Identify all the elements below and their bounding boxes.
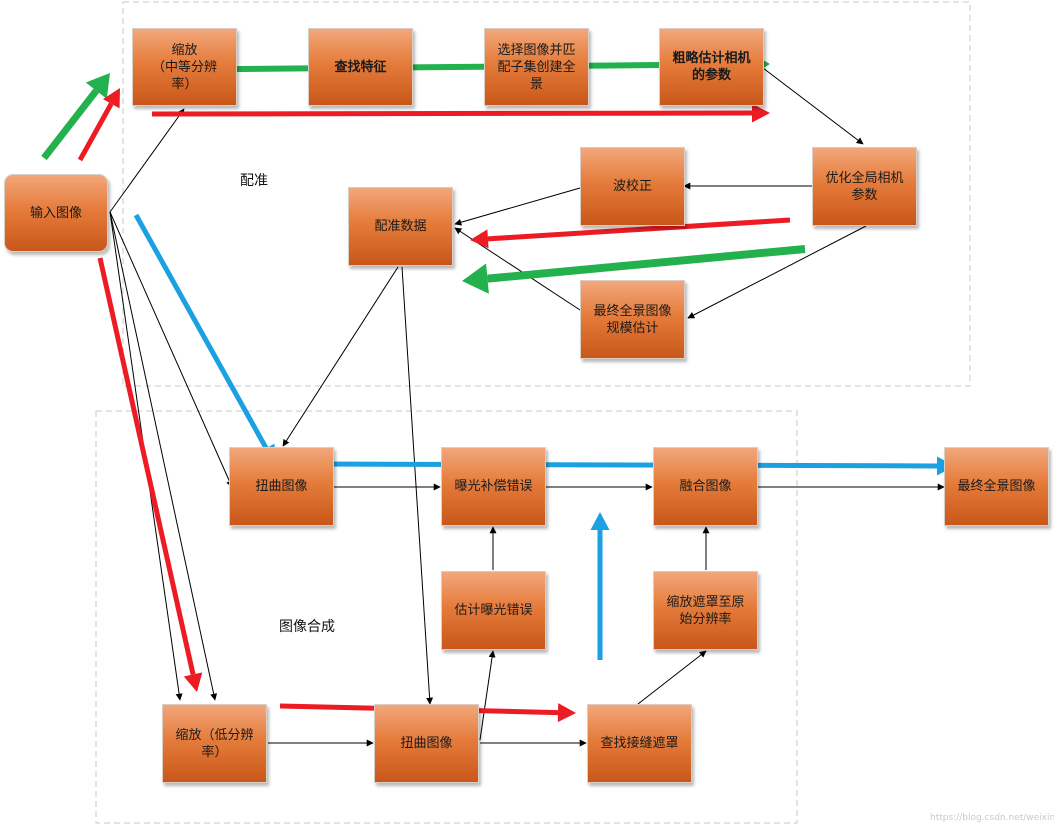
red-arrow-registration-head xyxy=(470,229,489,249)
red-arrow-left-down xyxy=(97,257,203,692)
scale-mask-node[interactable]: 缩放遮罩至原 始分辨率 xyxy=(653,571,758,650)
red-arrow-left-down-shaft xyxy=(97,257,196,675)
scale-medium-node[interactable]: 缩放 （中等分辨 率） xyxy=(132,28,237,106)
blend-image-node[interactable]: 融合图像 xyxy=(653,447,758,526)
green-arrow-registration-shaft xyxy=(487,245,806,283)
watermark-text: https://blog.csdn.net/weixin_ xyxy=(930,813,1054,823)
green-arrow-registration-head xyxy=(462,263,489,294)
find-seam-mask-node[interactable]: 查找接缝遮罩 xyxy=(587,704,692,783)
red-arrow-input-shaft xyxy=(77,102,114,162)
select-images-node[interactable]: 选择图像并匹 配子集创建全 景 xyxy=(484,28,589,106)
find-features-node[interactable]: 查找特征 xyxy=(308,28,413,106)
red-arrow-top-head xyxy=(751,103,770,123)
blue-arrow-diagonal-shaft xyxy=(133,213,269,450)
final-scale-node[interactable]: 最终全景图像 规模估计 xyxy=(580,280,685,359)
green-arrow-registration xyxy=(462,245,806,294)
optimize-camera-node[interactable]: 优化全局相机 参数 xyxy=(812,147,917,226)
green-arrow-input xyxy=(41,73,110,161)
estimate-exposure-node[interactable]: 估计曝光错误 xyxy=(441,571,546,650)
red-arrow-registration xyxy=(470,217,791,249)
red-arrow-input-head xyxy=(102,88,120,109)
scale-low-node[interactable]: 缩放（低分辨 率） xyxy=(162,704,267,783)
blue-arrow-up-head xyxy=(590,512,610,530)
green-arrow-top-shaft xyxy=(136,61,751,73)
composition-label: 图像合成 xyxy=(279,619,335,635)
final-panorama-node[interactable]: 最终全景图像 xyxy=(944,447,1049,526)
composition-frame xyxy=(95,410,798,824)
green-arrow-input-head xyxy=(85,73,110,99)
red-arrow-bottom-head xyxy=(557,703,576,723)
wave-correct-node[interactable]: 波校正 xyxy=(580,147,685,226)
rough-camera-node[interactable]: 粗略估计相机 的参数 xyxy=(659,28,764,106)
red-arrow-input xyxy=(77,88,120,162)
input-image-node[interactable]: 输入图像 xyxy=(4,174,108,252)
warp-image-bottom-node[interactable]: 扭曲图像 xyxy=(374,704,479,783)
exposure-compensate-node[interactable]: 曝光补偿错误 xyxy=(441,447,546,526)
warp-image-top-node[interactable]: 扭曲图像 xyxy=(229,447,334,526)
blue-arrow-top-row-shaft xyxy=(319,461,938,469)
red-arrow-top-shaft xyxy=(151,110,753,117)
red-arrow-left-down-head xyxy=(183,672,203,692)
red-arrow-top xyxy=(151,103,770,123)
red-arrow-registration-shaft xyxy=(487,217,791,242)
blue-arrow-up xyxy=(590,512,610,660)
green-arrow-input-shaft xyxy=(41,88,100,161)
registration-label: 配准 xyxy=(240,173,268,189)
registration-data-node[interactable]: 配准数据 xyxy=(348,187,453,266)
